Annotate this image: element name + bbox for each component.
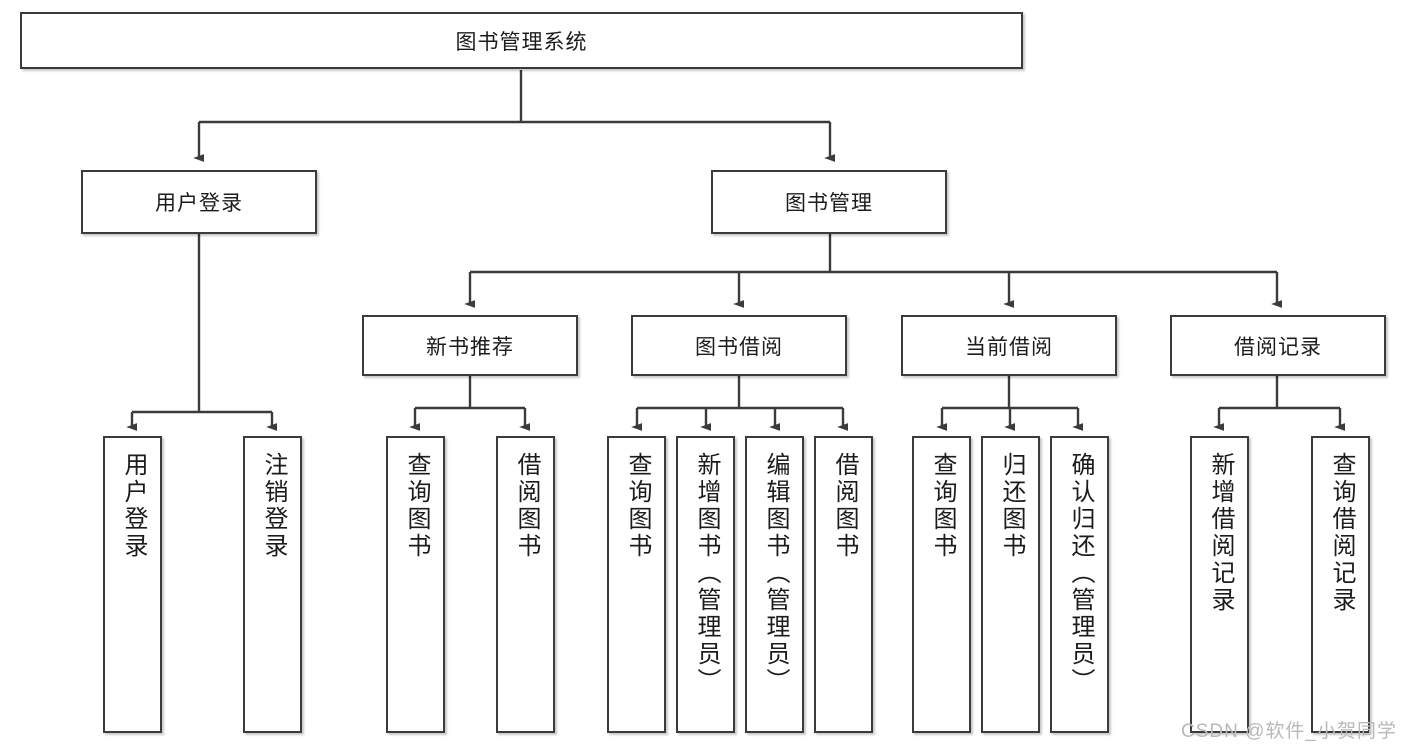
node-leaf-query-book-2[interactable]: 查询图书 (607, 436, 666, 733)
node-label: 新增借阅记录 (1206, 452, 1234, 614)
node-label: 确认归还（管理员） (1066, 452, 1094, 695)
watermark-text: CSDN @软件_小贺同学 (1181, 721, 1397, 742)
node-leaf-query-record[interactable]: 查询借阅记录 (1311, 436, 1370, 733)
node-label: 借阅记录 (1234, 335, 1322, 359)
node-label: 新书推荐 (426, 335, 514, 359)
node-label: 借阅图书 (512, 452, 540, 560)
node-borrow-record[interactable]: 借阅记录 (1170, 315, 1386, 376)
node-label: 用户登录 (155, 192, 243, 215)
node-book-manage[interactable]: 图书管理 (711, 170, 947, 234)
node-label: 当前借阅 (965, 335, 1053, 359)
node-leaf-query-book-1[interactable]: 查询图书 (386, 436, 445, 733)
node-label: 编辑图书（管理员） (761, 452, 789, 695)
node-leaf-add-book[interactable]: 新增图书（管理员） (676, 436, 735, 733)
node-leaf-user-login[interactable]: 用户登录 (103, 436, 162, 733)
node-label: 归还图书 (997, 452, 1025, 560)
node-label: 查询图书 (928, 452, 956, 560)
node-label: 图书管理系统 (455, 30, 588, 54)
node-label: 查询借阅记录 (1327, 452, 1355, 614)
node-root-book-management-system[interactable]: 图书管理系统 (20, 12, 1023, 69)
node-book-borrow[interactable]: 图书借阅 (631, 315, 847, 376)
node-leaf-add-record[interactable]: 新增借阅记录 (1190, 436, 1249, 733)
node-leaf-borrow-book-2[interactable]: 借阅图书 (814, 436, 873, 733)
node-label: 借阅图书 (830, 452, 858, 560)
node-user-login[interactable]: 用户登录 (81, 170, 317, 234)
node-label: 新增图书（管理员） (692, 452, 720, 695)
node-current-borrow[interactable]: 当前借阅 (901, 315, 1117, 376)
node-new-book-recommend[interactable]: 新书推荐 (362, 315, 578, 376)
node-leaf-return-book[interactable]: 归还图书 (981, 436, 1040, 733)
node-leaf-borrow-book-1[interactable]: 借阅图书 (496, 436, 555, 733)
node-label: 用户登录 (119, 452, 147, 560)
node-label: 图书借阅 (695, 335, 783, 359)
node-label: 查询图书 (402, 452, 430, 560)
node-leaf-confirm-return[interactable]: 确认归还（管理员） (1050, 436, 1109, 733)
node-label: 注销登录 (259, 452, 287, 560)
node-label: 图书管理 (785, 192, 873, 215)
node-leaf-logout-login[interactable]: 注销登录 (243, 436, 302, 733)
node-label: 查询图书 (623, 452, 651, 560)
node-leaf-query-book-3[interactable]: 查询图书 (912, 436, 971, 733)
node-leaf-edit-book[interactable]: 编辑图书（管理员） (745, 436, 804, 733)
